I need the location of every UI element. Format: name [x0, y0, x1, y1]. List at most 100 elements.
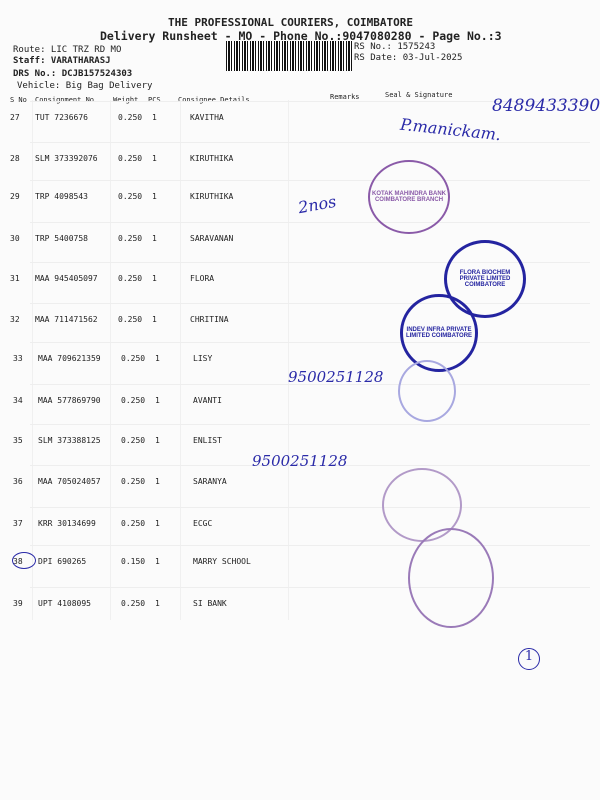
row-divider	[30, 262, 590, 263]
cell-cn: KRR 30134699	[38, 519, 96, 528]
cell-pcs: 1	[155, 396, 160, 405]
cell-name: ENLIST	[193, 436, 222, 445]
staff: Staff: VARATHARASJ	[13, 56, 111, 66]
barcode	[226, 41, 352, 71]
cell-wt: 0.250	[118, 274, 143, 283]
cell-name: MARRY SCHOOL	[193, 557, 251, 566]
col-weight: Weight	[113, 96, 139, 104]
col-remarks: Remarks	[330, 93, 360, 101]
cell-cn: TRP 4098543	[35, 192, 88, 201]
cell-sno: 37	[13, 519, 23, 528]
stamp-kotak: KOTAK MAHINDRA BANK COIMBATORE BRANCH	[368, 160, 450, 234]
cell-sno: 27	[10, 113, 20, 122]
cell-pcs: 1	[152, 192, 157, 201]
row-divider	[30, 101, 590, 102]
cell-cn: MAA 709621359	[38, 354, 101, 363]
row-divider	[30, 342, 590, 343]
cell-cn: MAA 705024057	[38, 477, 101, 486]
col-consignee: Consignee Details	[178, 96, 250, 104]
cell-name: KAVITHA	[190, 113, 224, 122]
row-divider	[30, 587, 590, 588]
cell-name: AVANTI	[193, 396, 222, 405]
vehicle: Vehicle: Big Bag Delivery	[17, 81, 153, 91]
cell-sno: 33	[13, 354, 23, 363]
cell-pcs: 1	[155, 436, 160, 445]
cell-name: CHRITINA	[190, 315, 229, 324]
route: Route: LIC TRZ RD MO	[13, 45, 122, 55]
cell-sno: 36	[13, 477, 23, 486]
drs-number: DRS No.: DCJB157524303	[13, 69, 133, 79]
row-divider	[30, 180, 590, 181]
row-divider	[30, 507, 590, 508]
cell-cn: MAA 945405097	[35, 274, 98, 283]
cell-sno: 31	[10, 274, 20, 283]
circle-mark	[12, 552, 36, 569]
cell-pcs: 1	[155, 557, 160, 566]
handwritten-qty: 2nos	[296, 191, 338, 218]
col-seal: Seal & Signature	[385, 91, 453, 99]
handwritten-name: P.manickam.	[399, 114, 502, 145]
cell-pcs: 1	[152, 234, 157, 243]
cell-name: KIRUTHIKA	[190, 154, 234, 163]
rs-date: RS Date: 03-Jul-2025	[354, 53, 463, 63]
cell-cn: UPT 4108095	[38, 599, 91, 608]
cell-wt: 0.250	[121, 354, 146, 363]
cell-pcs: 1	[152, 274, 157, 283]
cell-cn: TRP 5400758	[35, 234, 88, 243]
row-divider	[30, 545, 590, 546]
cell-sno: 34	[13, 396, 23, 405]
cell-pcs: 1	[155, 477, 160, 486]
cell-wt: 0.250	[121, 519, 146, 528]
cell-pcs: 1	[155, 519, 160, 528]
cell-name: LISY	[193, 354, 213, 363]
cell-name: SARANYA	[193, 477, 227, 486]
cell-pcs: 1	[152, 154, 157, 163]
cell-cn: MAA 711471562	[35, 315, 98, 324]
cell-sno: 39	[13, 599, 23, 608]
cell-cn: MAA 577869790	[38, 396, 101, 405]
cell-sno: 35	[13, 436, 23, 445]
cell-wt: 0.250	[118, 315, 143, 324]
handwritten-phone: 8489433390	[492, 96, 600, 116]
cell-pcs: 1	[155, 354, 160, 363]
cell-name: ECGC	[193, 519, 213, 528]
cell-pcs: 1	[152, 113, 157, 122]
cell-sno: 28	[10, 154, 20, 163]
rs-number: RS No.: 1575243	[354, 42, 436, 52]
col-pcs: PCS	[148, 96, 161, 104]
cell-cn: SLM 373392076	[35, 154, 98, 163]
cell-wt: 0.150	[121, 557, 146, 566]
row-divider	[30, 142, 590, 143]
cell-name: SI BANK	[193, 599, 227, 608]
cell-wt: 0.250	[118, 154, 143, 163]
cell-pcs: 1	[155, 599, 160, 608]
cell-name: FLORA	[190, 274, 215, 283]
cell-name: SARAVANAN	[190, 234, 234, 243]
cell-sno: 32	[10, 315, 20, 324]
cell-wt: 0.250	[121, 477, 146, 486]
row-divider	[30, 424, 590, 425]
runsheet-subtitle: Delivery Runsheet - MO - Phone No.:90470…	[100, 29, 502, 43]
col-sno: S No	[10, 96, 27, 104]
cell-sno: 30	[10, 234, 20, 243]
handwritten-phone-2: 9500251128	[288, 368, 384, 386]
cell-pcs: 1	[152, 315, 157, 324]
row-divider	[30, 222, 590, 223]
cell-wt: 0.250	[121, 436, 146, 445]
cell-wt: 0.250	[118, 113, 143, 122]
cell-cn: SLM 373388125	[38, 436, 101, 445]
handwritten-phone-3: 9500251128	[252, 452, 348, 470]
cell-cn: DPI 690265	[38, 557, 87, 566]
stamp-indev: INDEV INFRA PRIVATE LIMITED COIMBATORE	[400, 294, 478, 372]
faint-stamp	[408, 528, 494, 628]
cell-sno: 29	[10, 192, 20, 201]
cell-cn: TUT 7236676	[35, 113, 88, 122]
faint-stamp	[398, 360, 456, 422]
company-title: THE PROFESSIONAL COURIERS, COIMBATORE	[168, 16, 414, 29]
cell-wt: 0.250	[121, 599, 146, 608]
cell-name: KIRUTHIKA	[190, 192, 234, 201]
col-consignment: Consignment No	[35, 96, 95, 104]
cell-wt: 0.250	[121, 396, 146, 405]
row-divider	[30, 384, 590, 385]
